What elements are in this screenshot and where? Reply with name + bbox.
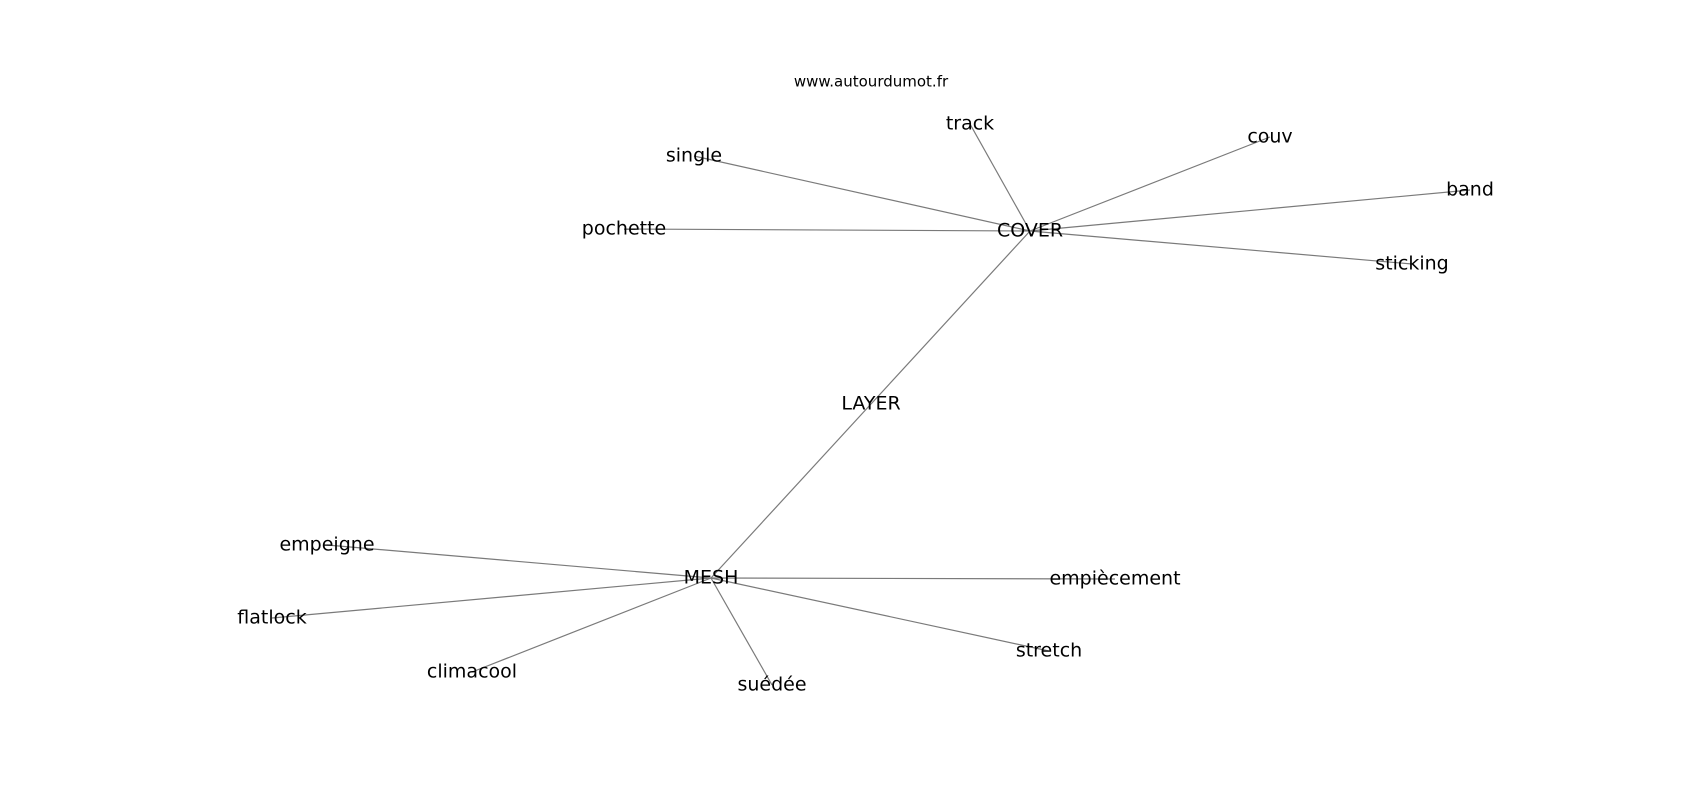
node-track: track — [946, 113, 994, 135]
edge-mesh-empeigne — [326, 544, 712, 579]
node-pochette: pochette — [582, 218, 666, 240]
edge-cover-band — [1029, 189, 1471, 232]
node-single: single — [666, 145, 722, 167]
edge-mesh-climacool — [471, 577, 712, 673]
edge-mesh-flatlock — [271, 577, 712, 619]
edge-mesh-stretch — [710, 577, 1050, 652]
node-flatlock: flatlock — [237, 607, 306, 629]
edge-cover-layer — [870, 230, 1031, 405]
node-layer: LAYER — [841, 393, 900, 415]
node-couv: couv — [1247, 126, 1292, 148]
node-cover: COVER — [997, 220, 1063, 242]
edge-cover-sticking — [1029, 230, 1413, 265]
source-watermark: www.autourdumot.fr — [794, 73, 949, 91]
node-band: band — [1446, 179, 1494, 201]
node-climacool: climacool — [427, 661, 517, 683]
node-empeigne: empeigne — [279, 534, 374, 556]
node-sticking: sticking — [1375, 253, 1448, 275]
graph-edges — [271, 123, 1471, 686]
edge-cover-pochette — [623, 228, 1031, 232]
node-suedee: suédée — [737, 674, 806, 696]
edge-cover-couv — [1029, 136, 1271, 232]
node-mesh: MESH — [684, 567, 739, 589]
node-stretch: stretch — [1016, 640, 1082, 662]
edge-mesh-suedee — [710, 577, 773, 686]
edge-cover-track — [969, 123, 1031, 232]
graph-nodes: COVER LAYER MESH track single couv band pochett… — [237, 113, 1494, 696]
node-empiecement: empiècement — [1049, 568, 1180, 590]
edge-cover-single — [693, 155, 1031, 232]
edge-layer-mesh — [710, 403, 872, 579]
edge-mesh-empiecement — [710, 577, 1116, 580]
